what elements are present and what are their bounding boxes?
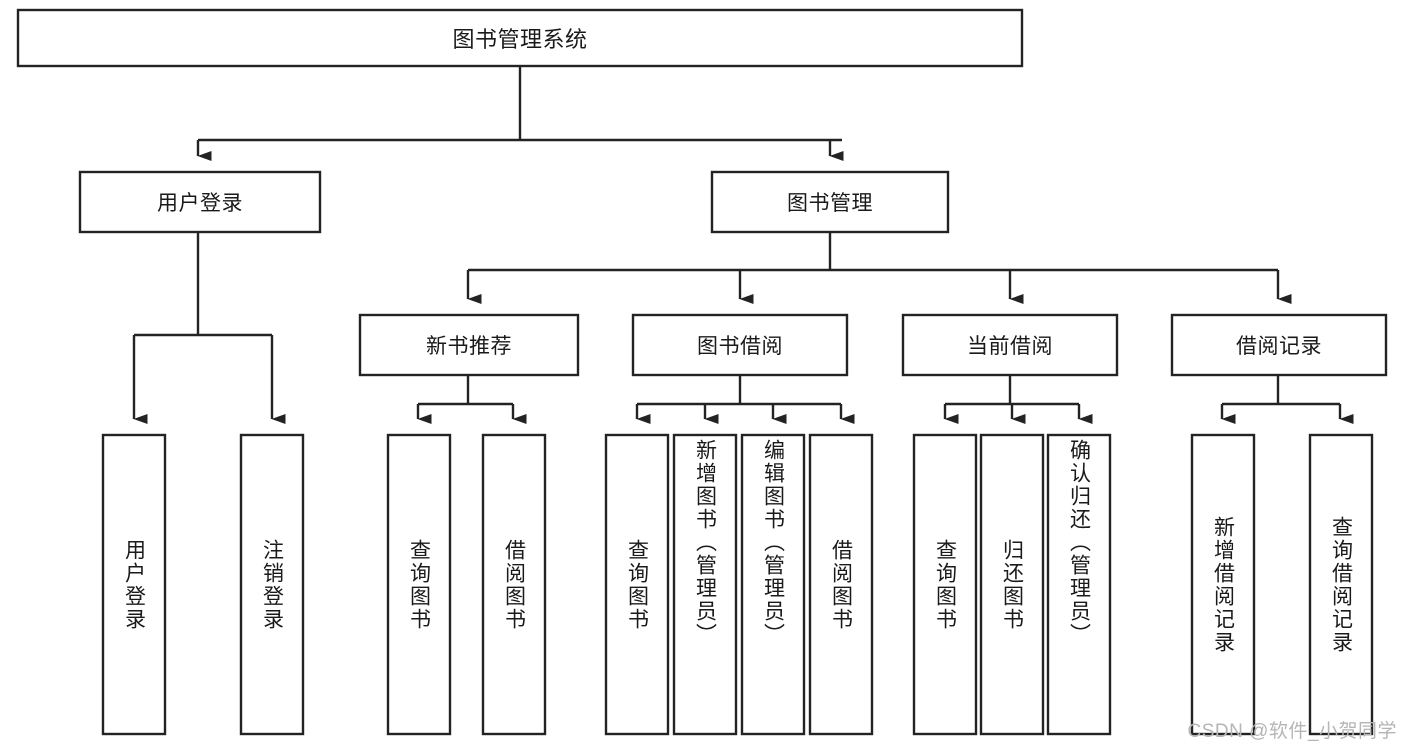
node-box-new-book-recommend[interactable] — [358, 313, 580, 377]
node-box-leaf-return-book[interactable] — [979, 433, 1045, 736]
node-box-leaf-add-book[interactable] — [672, 433, 738, 736]
node-box-leaf-user-login[interactable] — [101, 433, 167, 736]
connector-bookborrow-to-leaves — [635, 375, 855, 424]
connector-root-to-level2 — [196, 66, 844, 161]
node-box-leaf-borrow-book-1[interactable] — [481, 433, 547, 736]
connector-userlogin-to-leaves — [132, 232, 286, 424]
node-box-book-management[interactable] — [710, 170, 950, 234]
node-box-leaf-query-book-1[interactable] — [386, 433, 452, 736]
node-box-leaf-query-record[interactable] — [1308, 433, 1374, 736]
node-box-leaf-confirm-return[interactable] — [1046, 433, 1112, 736]
node-box-borrow-record[interactable] — [1170, 313, 1388, 377]
connector-borrowrecord-to-leaves — [1220, 375, 1354, 424]
node-box-current-borrow[interactable] — [901, 313, 1119, 377]
node-box-leaf-query-book-2[interactable] — [604, 433, 670, 736]
node-box-leaf-edit-book[interactable] — [740, 433, 806, 736]
node-box-user-login[interactable] — [78, 170, 322, 234]
node-box-leaf-add-record[interactable] — [1190, 433, 1256, 736]
connector-newbook-to-leaves — [416, 375, 527, 424]
connector-currentborrow-to-leaves — [943, 375, 1093, 424]
connector-bookmgmt-to-level3 — [466, 232, 1292, 304]
node-box-root[interactable] — [16, 8, 1024, 68]
node-box-leaf-borrow-book-2[interactable] — [808, 433, 874, 736]
node-box-book-borrow[interactable] — [631, 313, 849, 377]
node-box-leaf-query-book-3[interactable] — [912, 433, 978, 736]
node-box-leaf-user-logout[interactable] — [239, 433, 305, 736]
watermark-text: CSDN @软件_小贺同学 — [1187, 721, 1397, 742]
